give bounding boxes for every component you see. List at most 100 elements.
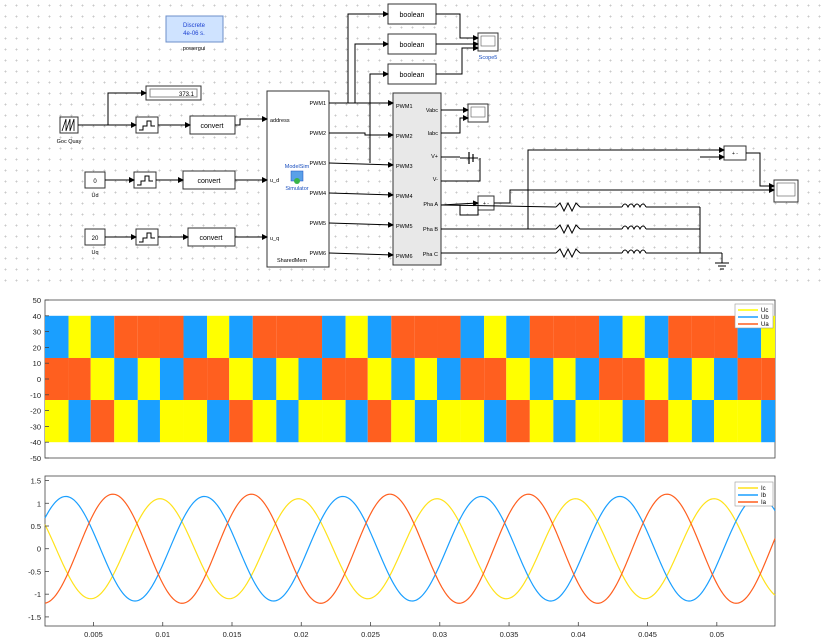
voltage-area-ua [276,315,299,358]
zoh-1-block[interactable] [135,116,159,134]
inverter-in-pwm1: PWM1 [396,104,413,110]
voltage-area-uc [298,400,323,443]
x-tick-label: 0.04 [571,630,586,639]
scope-main-block[interactable] [773,179,799,203]
current-plot-lines [44,493,776,604]
const-ud-label: Ud [91,193,98,199]
y-tick-label: -40 [30,438,41,447]
y-tick-label: -1.5 [28,613,41,622]
scope5-label: Scope5 [479,55,498,61]
zoh-3-block[interactable] [135,228,159,246]
voltage-area-ua [761,357,775,401]
boolean-3-block[interactable]: boolean [387,63,437,85]
powergui-caption: powergui [183,46,205,52]
voltage-area-ub [207,400,230,443]
voltage-area-ua [506,400,530,443]
voltage-area-ub [90,315,115,358]
scope5-block[interactable]: Scope5 [477,32,499,61]
voltage-area-ua [183,357,208,401]
inductor-a-icon [621,203,647,209]
inverter-block[interactable]: PWM1 PWM2 PWM3 PWM4 PWM5 PWM6 Vabc Iabc … [392,92,442,266]
resistor-a-icon [555,201,581,213]
voltage-area-ua [90,400,115,443]
boolean-2-block[interactable]: boolean [387,33,437,55]
y-tick-label: 0.5 [31,522,41,531]
convert-2-block[interactable]: convert [182,170,236,190]
voltage-area-ua [207,357,230,401]
y-tick-label: -20 [30,407,41,416]
voltage-area-ua [622,357,645,401]
voltage-area-uc [276,357,299,401]
angle-source-label: Goc Quay [57,139,82,145]
voltage-area-uc [159,400,184,443]
convert-1-block[interactable]: convert [189,115,236,135]
sfunc-name: SharedMem [277,258,307,264]
const-ud-block[interactable]: 0 Ud [84,171,106,199]
y-tick-label: 50 [33,296,41,305]
angle-source-block[interactable]: Goc Quay [57,116,82,145]
rl-load[interactable] [555,201,647,259]
current-line-ia [44,493,776,604]
y-tick-label: 40 [33,312,41,321]
voltage-area-uc [553,357,576,401]
boolean-1-block[interactable]: boolean [387,3,437,25]
sum-block[interactable]: + - [477,195,495,211]
x-tick-label: 0.005 [84,630,103,639]
voltage-area-ub [668,357,692,401]
product-signs: + - [732,151,738,157]
voltage-area-uc [668,400,692,443]
model-diagram: Discrete 4e-06 s. powergui 373.1 Goc Qua… [57,3,799,270]
voltage-area-ua [599,357,623,401]
scope-vabc-block[interactable] [467,103,489,123]
voltage-area-ub [114,357,138,401]
y-tick-label: 20 [33,343,41,352]
const-uq-block[interactable]: 20 Uq [84,228,106,256]
simulink-model-canvas[interactable]: Discrete 4e-06 s. powergui 373.1 Goc Qua… [0,0,825,290]
sharedmem-sfunction-block[interactable]: address u_d u_q PWM1 PWM2 PWM3 PWM4 PWM5… [266,90,330,268]
boolean-1-label: boolean [400,12,425,19]
voltage-area-ub [599,315,623,358]
inverter-in-pwm3: PWM3 [396,164,413,170]
voltage-area-uc [460,400,485,443]
x-tick-label: 0.015 [223,630,242,639]
current-line-ic [44,498,776,600]
display-block[interactable]: 373.1 [145,85,202,101]
voltage-area-ua [714,315,738,358]
voltage-area-uc [599,400,623,443]
convert-3-block[interactable]: convert [187,227,236,247]
voltage-area-uc [575,400,600,443]
voltage-area-ua [691,315,715,358]
voltage-area-ua [322,357,346,401]
y-tick-label: 1.5 [31,477,41,486]
voltage-area-ub [761,400,775,443]
convert-2-label: convert [198,178,221,185]
powergui-step-text: 4e-06 s. [183,31,205,37]
voltage-area-ua [529,315,554,358]
current-plot-yticks: 1.510.50-0.5-1-1.5 [28,477,49,622]
sfunc-input-ud: u_d [270,178,279,184]
voltage-area-ua [68,357,91,401]
product-block[interactable]: + - [723,145,747,161]
voltage-area-ua [437,315,461,358]
powergui-block[interactable]: Discrete 4e-06 s. powergui [165,15,224,52]
voltage-area-ua [575,315,600,358]
voltage-area-uc [506,357,530,401]
voltage-area-ub [460,315,485,358]
voltage-area-ua [159,315,184,358]
const-uq-label: Uq [91,250,98,256]
zoh-2-block[interactable] [133,171,157,189]
voltage-area-ub [229,315,253,358]
sfunc-output-pwm6: PWM6 [310,251,327,257]
sum-signs: + - [483,201,489,207]
voltage-area-ub [322,315,346,358]
inverter-out-vminus: V- [433,177,438,183]
boolean-2-label: boolean [400,42,425,49]
voltage-area-ub [68,400,91,443]
inverter-in-pwm6: PWM6 [396,254,413,260]
voltage-area-uc [90,357,115,401]
legend-ub-label: Ub [761,315,769,321]
x-tick-label: 0.05 [710,630,725,639]
voltage-area-ua [460,357,485,401]
